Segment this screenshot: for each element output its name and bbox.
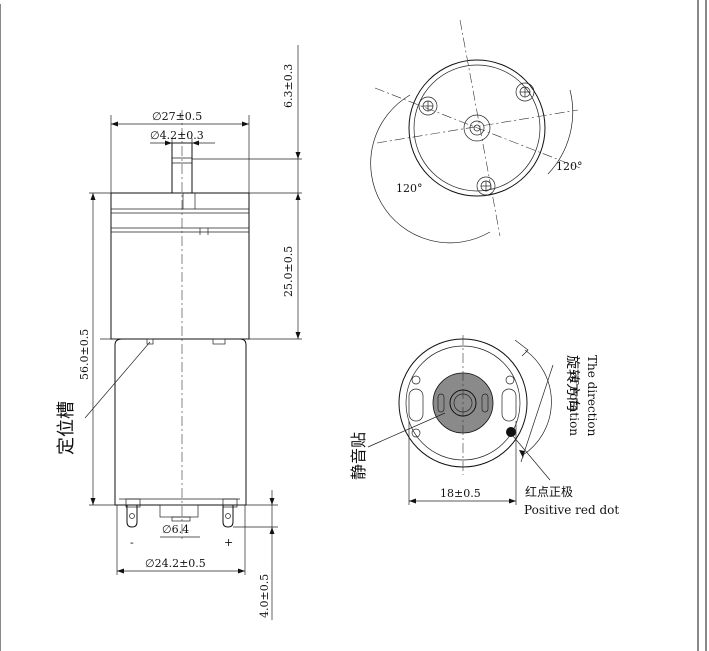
motor-top-view: 120° 120° — [370, 19, 583, 244]
motor-side-view: - + ∅27±0.5 ∅4.2±0.3 6.3±0.3 25.0±0.5 56… — [56, 45, 302, 620]
motor-bottom-view: 18±0.5 静音贴 旋转方向 The direction of rotatio… — [349, 335, 619, 517]
dim-body-diameter: ∅27±0.5 — [152, 110, 202, 123]
positive-red-dot — [506, 427, 516, 437]
terminal-minus-label: - — [130, 536, 134, 549]
label-angle-left: 120° — [396, 182, 423, 195]
terminal-negative — [126, 505, 138, 528]
dim-shaft-length: 6.3±0.3 — [282, 64, 295, 108]
terminal-slot-right — [501, 388, 517, 422]
terminal-positive — [222, 505, 234, 528]
mount-hole-bottom — [476, 176, 496, 196]
label-locating-groove: 定位槽 — [56, 401, 77, 455]
label-silencer-pad: 静音贴 — [349, 432, 368, 480]
dim-terminal-length: 4.0±0.5 — [258, 574, 271, 618]
mount-hole-left — [418, 96, 438, 116]
locating-groove-mark — [146, 338, 154, 345]
label-rotation-en-1: The direction — [585, 355, 599, 437]
dim-bottom-width: 18±0.5 — [440, 487, 481, 500]
motor-can — [114, 338, 247, 506]
dim-gear-height: 25.0±0.5 — [282, 246, 295, 297]
dim-shaft-diameter: ∅4.2±0.3 — [150, 129, 204, 142]
label-rotation-cn: 旋转方向 — [564, 355, 580, 411]
dim-total-length: 56.0±0.5 — [78, 329, 91, 380]
gearbox-body — [110, 192, 250, 340]
mount-hole-right — [515, 82, 535, 102]
label-angle-right: 120° — [556, 160, 583, 173]
dim-terminal-spacing: ∅6.4 — [162, 523, 189, 536]
terminal-slot-left — [408, 388, 424, 422]
label-positive-cn: 红点正极 — [525, 484, 573, 499]
label-rotation-en-2: of rotation — [567, 372, 581, 436]
terminal-plus-label: + — [224, 536, 233, 549]
dim-can-diameter: ∅24.2±0.5 — [145, 557, 206, 570]
label-positive-en: Positive red dot — [524, 503, 619, 517]
top-outer-circle — [408, 59, 546, 197]
